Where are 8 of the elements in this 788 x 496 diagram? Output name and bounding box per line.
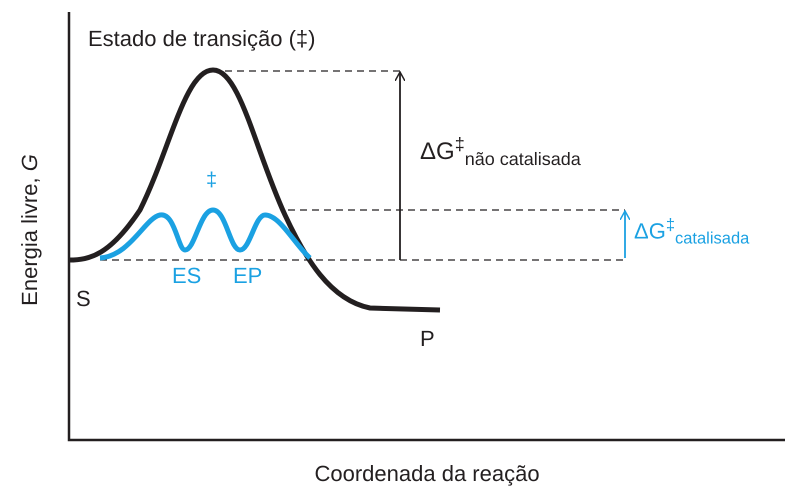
point-label: EP [233,265,262,287]
point-label: ES [172,265,202,287]
point-label: P [420,328,435,350]
axis-label: Coordenada da reação [314,463,540,485]
annotation-label: Estado de transição (‡) [88,28,316,50]
point-label: S [76,288,91,310]
annotation-label: ‡ [206,170,218,190]
axis-label: Energia livre, G [18,154,41,306]
